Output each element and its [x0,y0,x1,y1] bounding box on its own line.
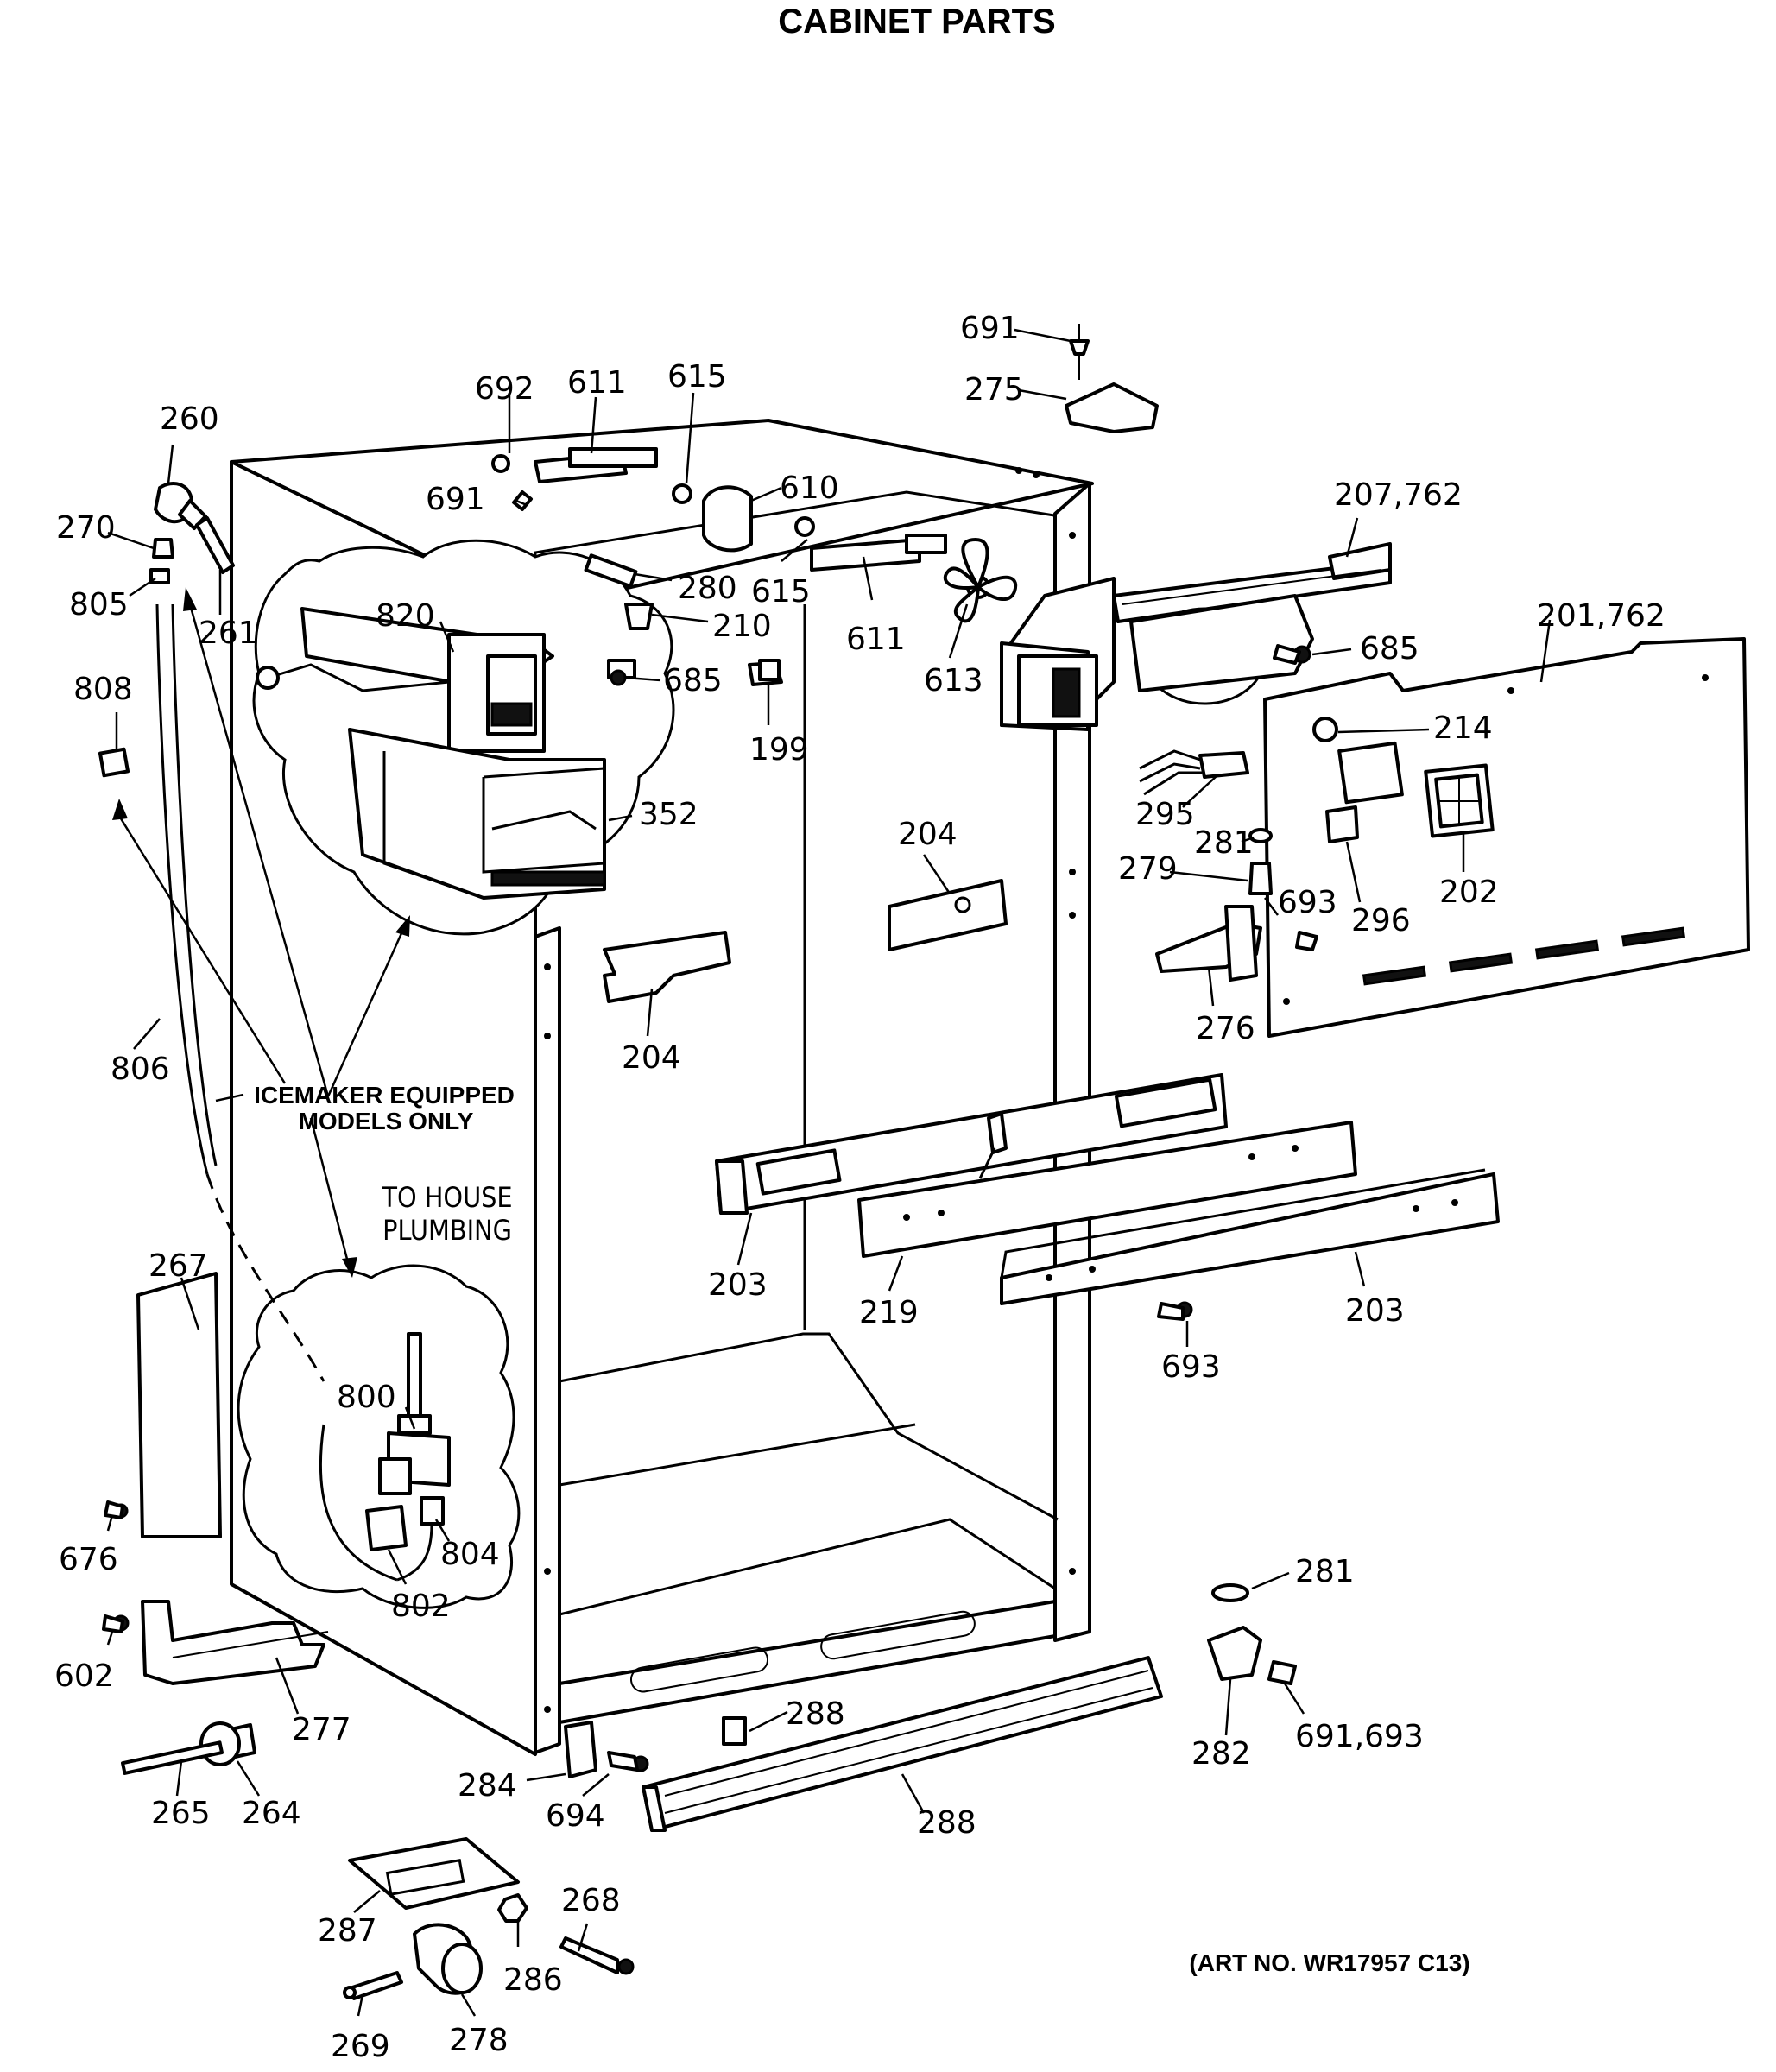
lower-right-parts [102,644,1311,1685]
label-204-left: 204 [622,1040,681,1076]
label-693-right: 693 [1278,885,1337,920]
label-280: 280 [678,571,737,606]
label-210: 210 [712,609,772,644]
art-number: (ART NO. WR17957 C13) [1189,1949,1469,1976]
bottom-hardware [343,1837,635,2000]
leader-lines [106,328,1552,2017]
label-277: 277 [292,1712,351,1747]
label-685-left: 685 [663,663,723,698]
label-806: 806 [111,1052,170,1087]
water-tube-806 [155,603,209,1175]
label-693-mid: 693 [1161,1349,1221,1385]
label-275: 275 [964,372,1024,407]
label-804: 804 [440,1537,500,1572]
label-284: 284 [458,1768,517,1804]
label-214: 214 [1433,711,1493,746]
label-694: 694 [546,1798,605,1834]
label-268: 268 [561,1883,621,1918]
label-282: 282 [1191,1736,1251,1772]
label-615-top: 615 [667,359,727,395]
center-mullion-parts [715,1073,1500,1305]
water-valve-assembly [319,1332,451,1582]
label-203-right: 203 [1345,1293,1405,1329]
label-610: 610 [780,471,839,506]
label-207-762: 207,762 [1334,477,1463,513]
label-270: 270 [56,510,116,546]
label-685-right: 685 [1360,631,1419,666]
evaporator-cover-panel [1263,637,1750,1038]
label-201-762: 201,762 [1537,598,1665,634]
water-valve-detail-cloud [237,1264,521,1609]
label-295: 295 [1135,797,1195,832]
label-802: 802 [391,1589,451,1624]
label-219: 219 [859,1295,919,1330]
callout-icemaker-line1: ICEMAKER EQUIPPED [254,1082,515,1109]
label-260: 260 [160,401,219,437]
label-261: 261 [199,616,258,651]
callout-icemaker-line2: MODELS ONLY [299,1108,474,1134]
label-281-bottom: 281 [1295,1554,1355,1589]
label-267: 267 [149,1248,208,1284]
label-203-left: 203 [708,1267,768,1303]
label-202: 202 [1439,875,1499,910]
label-691-top: 691 [960,311,1020,346]
fan-shroud-assembly [1000,542,1392,731]
label-265: 265 [151,1796,211,1831]
lower-left-parts [121,1272,597,1778]
label-602: 602 [54,1658,114,1694]
label-805: 805 [69,587,129,622]
icemaker-assembly [256,607,606,900]
label-279: 279 [1118,851,1178,887]
thermostat-parts [607,659,1318,982]
label-611-mid: 611 [846,622,906,657]
label-287: 287 [318,1913,377,1949]
label-278: 278 [449,2023,509,2058]
label-691-693: 691,693 [1295,1719,1424,1754]
label-820: 820 [376,598,435,634]
callout-plumbing-line1: TO HOUSE [381,1181,512,1214]
label-204-right: 204 [898,817,958,852]
label-808: 808 [73,672,133,707]
label-613: 613 [924,663,983,698]
label-615-mid: 615 [751,574,811,610]
icemaker-pointer-lines [112,587,410,1278]
label-352: 352 [639,797,698,832]
label-692: 692 [475,371,534,407]
label-800: 800 [337,1380,396,1415]
diagram-title: CABINET PARTS [778,3,1055,41]
fill-cup-parts [98,482,654,778]
bracket-204-left [603,931,731,1003]
bracket-204-right [888,879,1008,951]
label-286: 286 [503,1962,563,1998]
label-296: 296 [1351,903,1411,938]
label-691-mid: 691 [426,482,485,517]
label-276: 276 [1196,1011,1255,1046]
base-grille [607,1656,1163,1832]
label-611-top: 611 [567,365,627,401]
part-labels: 691 275 692 611 615 260 610 691 207,762 … [54,311,1665,2064]
label-199: 199 [749,732,809,768]
label-264: 264 [242,1796,301,1831]
label-676: 676 [59,1542,118,1577]
label-281-top: 281 [1194,825,1254,861]
callout-plumbing-line2: PLUMBING [382,1214,512,1247]
label-288-top: 288 [786,1696,845,1732]
water-tube-dashed [205,1173,325,1382]
evaporator-fan [943,538,1018,623]
label-288-bottom: 288 [917,1805,976,1841]
label-269: 269 [331,2029,390,2064]
